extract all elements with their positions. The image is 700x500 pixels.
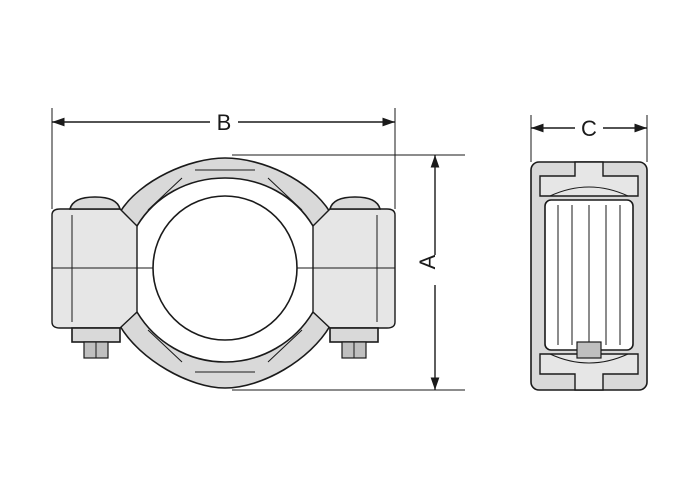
dimension-c-label: C [581,116,597,141]
dimension-a-label: A [415,254,440,269]
dimension-b-label: B [217,110,232,135]
dimension-b: B [51,108,396,209]
right-bolt-head-top [328,196,382,210]
dimension-a: A [232,154,465,391]
left-bolt-head-top [68,196,122,210]
dimension-c: C [530,115,648,162]
front-view [51,157,396,389]
side-bolt [576,341,602,359]
side-view [530,161,648,391]
right-nut [329,327,379,359]
left-nut [71,327,121,359]
pipe-bore [152,195,298,341]
